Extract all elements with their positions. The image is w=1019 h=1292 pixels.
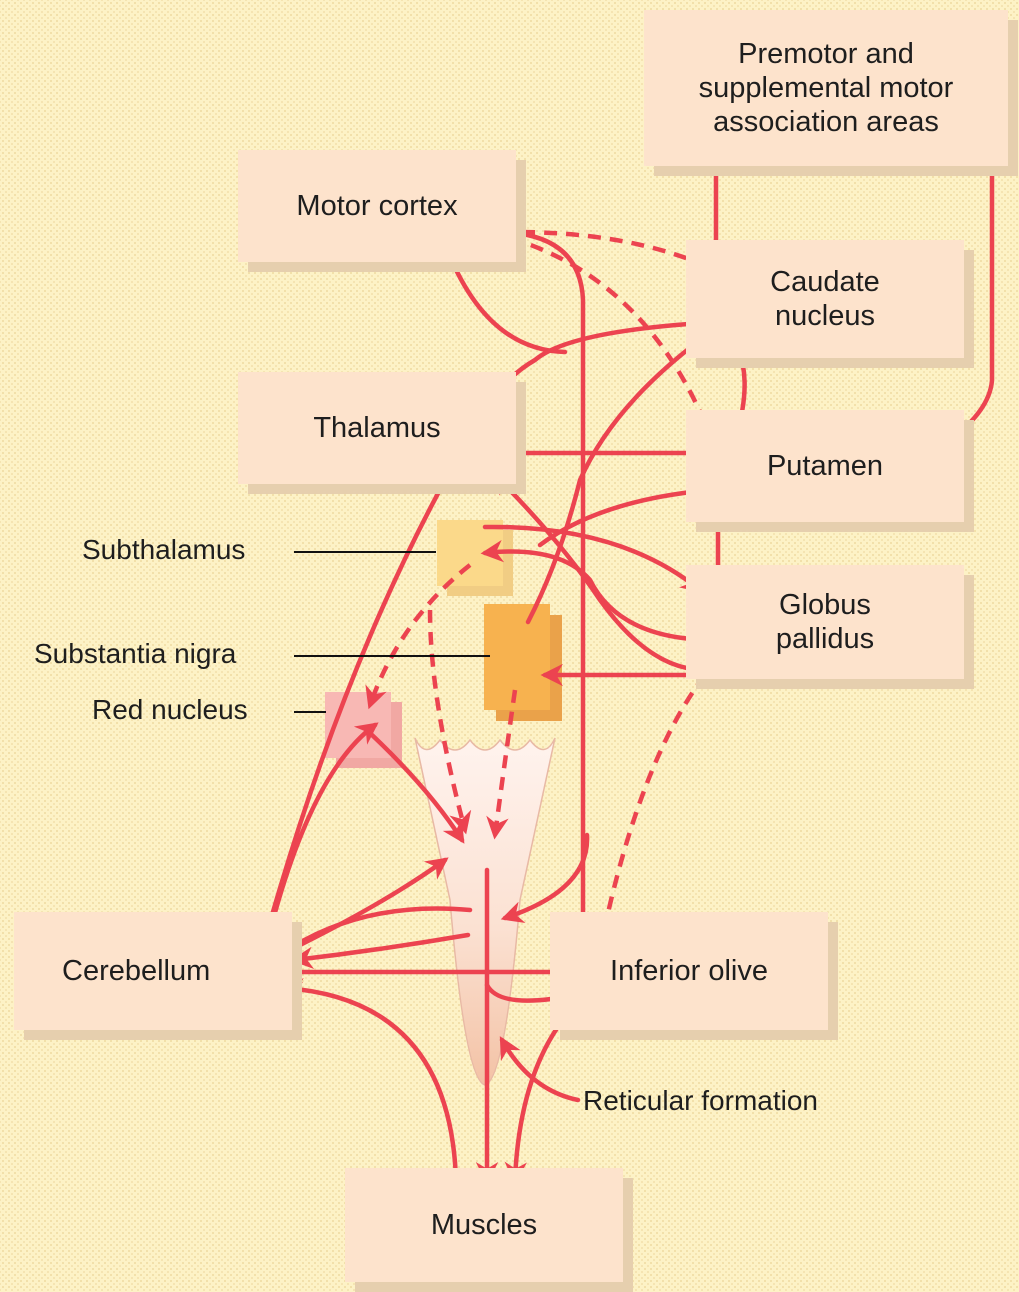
thalamus-box: Thalamus [238, 372, 516, 484]
red-nucleus-label: Red nucleus [92, 694, 248, 726]
premotor-line-3: association areas [699, 105, 954, 139]
subthalamus-label: Subthalamus [82, 534, 245, 566]
caudate-line-1: Caudate [770, 265, 880, 299]
subthalamus-leader [294, 551, 436, 553]
putamen-box: Putamen [686, 410, 964, 522]
cerebellum-label: Cerebellum [62, 954, 210, 988]
inferior-olive-box: Inferior olive [550, 912, 828, 1030]
caudate-box: Caudate nucleus [686, 240, 964, 358]
muscles-box: Muscles [345, 1168, 623, 1282]
motor-cortex-box: Motor cortex [238, 150, 516, 262]
cerebellum-box: Cerebellum [14, 912, 292, 1030]
premotor-box: Premotor and supplemental motor associat… [644, 10, 1008, 166]
globus-line-2: pallidus [776, 622, 874, 656]
red-nucleus [325, 692, 402, 768]
caudate-line-2: nucleus [770, 299, 880, 333]
putamen-label: Putamen [767, 449, 883, 483]
inferior-olive-label: Inferior olive [610, 954, 768, 988]
substantia-nigra-nucleus [484, 604, 562, 721]
globus-pallidus-box: Globus pallidus [686, 565, 964, 679]
premotor-line-1: Premotor and [699, 37, 954, 71]
thalamus-label: Thalamus [313, 411, 440, 445]
globus-line-1: Globus [776, 588, 874, 622]
muscles-label: Muscles [431, 1208, 537, 1242]
substantia-nigra-leader [294, 655, 490, 657]
motor-cortex-label: Motor cortex [296, 189, 457, 223]
premotor-line-2: supplemental motor [699, 71, 954, 105]
reticular-formation-label: Reticular formation [583, 1085, 818, 1117]
red-nucleus-leader [294, 711, 326, 713]
substantia-nigra-label: Substantia nigra [34, 638, 236, 670]
